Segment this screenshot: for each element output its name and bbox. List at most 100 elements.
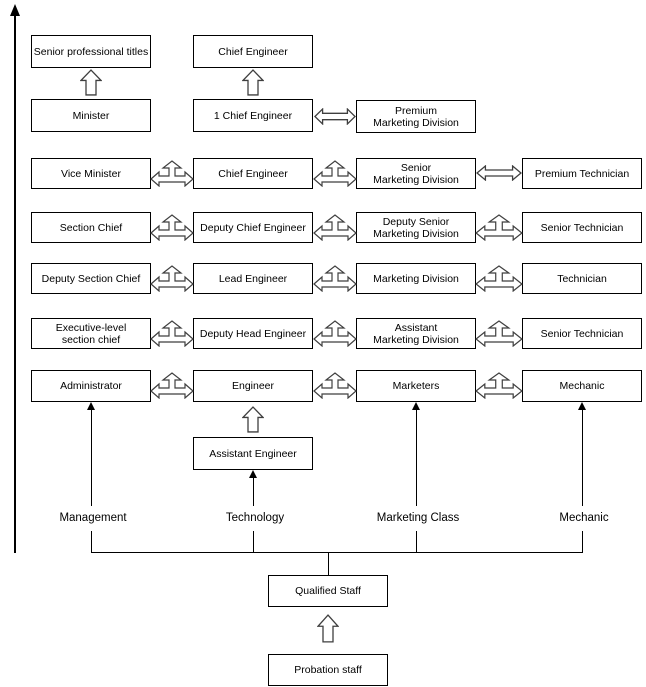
thin-up-arrowhead-icon bbox=[249, 470, 257, 478]
box-label: Chief Engineer bbox=[218, 167, 288, 180]
promotion-axis-arrow-icon bbox=[9, 4, 20, 16]
box-senior-technician-2: Senior Technician bbox=[522, 318, 642, 349]
box-technician: Technician bbox=[522, 263, 642, 294]
thin-up-arrowhead-icon bbox=[577, 402, 586, 410]
box-assistant-marketing-division: Assistant Marketing Division bbox=[356, 318, 476, 349]
box-label: Senior bbox=[400, 161, 432, 174]
box-deputy-section-chief: Deputy Section Chief bbox=[31, 263, 151, 294]
box-label: Deputy Head Engineer bbox=[199, 327, 307, 340]
box-chief-engineer: Chief Engineer bbox=[193, 158, 313, 189]
box-marketing-division: Marketing Division bbox=[356, 263, 476, 294]
three-way-arrow-icon bbox=[313, 160, 357, 187]
box-label: Deputy Senior bbox=[382, 215, 450, 228]
up-arrow-icon bbox=[242, 406, 264, 433]
bracket-drop-line bbox=[328, 552, 329, 575]
three-way-arrow-icon bbox=[313, 265, 357, 292]
box-label: Administrator bbox=[60, 380, 122, 392]
box-label: Section Chief bbox=[59, 221, 123, 234]
box-assistant-engineer: Assistant Engineer bbox=[193, 437, 313, 470]
box-vice-minister: Vice Minister bbox=[31, 158, 151, 189]
three-way-arrow-icon bbox=[150, 160, 194, 187]
three-way-arrow-icon bbox=[150, 214, 194, 241]
box-engineer: Engineer bbox=[193, 370, 313, 402]
box-label: Marketers bbox=[392, 380, 440, 392]
thin-up-arrowhead-icon bbox=[86, 402, 95, 410]
box-label: Marketing Division bbox=[373, 333, 459, 346]
box-label: Senior Technician bbox=[540, 327, 624, 340]
promotion-axis-line bbox=[14, 14, 16, 553]
box-premium-marketing-division: Premium Marketing Division bbox=[356, 100, 476, 133]
box-deputy-senior-marketing-division: Deputy Senior Marketing Division bbox=[356, 212, 476, 243]
track-line-management bbox=[91, 409, 92, 506]
box-label: section chief bbox=[61, 333, 121, 346]
box-label: Qualified Staff bbox=[295, 585, 361, 597]
three-way-arrow-icon bbox=[150, 320, 194, 347]
double-arrow-icon bbox=[314, 108, 356, 125]
box-1-chief-engineer: 1 Chief Engineer bbox=[193, 99, 313, 132]
box-lead-engineer: Lead Engineer bbox=[193, 263, 313, 294]
box-label: Marketing Division bbox=[373, 116, 459, 129]
track-label-marketing-class: Marketing Class bbox=[373, 512, 463, 524]
box-executive-level-section-chief: Executive-level section chief bbox=[31, 318, 151, 349]
box-deputy-head-engineer: Deputy Head Engineer bbox=[193, 318, 313, 349]
three-way-arrow-icon bbox=[313, 214, 357, 241]
track-label-technology: Technology bbox=[222, 512, 288, 524]
three-way-arrow-icon bbox=[150, 372, 194, 399]
three-way-arrow-icon bbox=[475, 372, 523, 399]
box-label: Premium Technician bbox=[534, 167, 630, 180]
box-label: Vice Minister bbox=[61, 167, 121, 180]
double-arrow-icon bbox=[476, 165, 522, 181]
three-way-arrow-icon bbox=[150, 265, 194, 292]
box-senior-professional-titles: Senior professional titles bbox=[31, 35, 151, 68]
three-way-arrow-icon bbox=[475, 265, 523, 292]
thin-up-arrowhead-icon bbox=[411, 402, 420, 410]
box-label: Minister bbox=[72, 109, 110, 122]
box-senior-marketing-division: Senior Marketing Division bbox=[356, 158, 476, 189]
up-arrow-icon bbox=[80, 69, 102, 96]
track-line-management bbox=[91, 531, 92, 552]
box-label: 1 Chief Engineer bbox=[213, 109, 293, 122]
box-administrator: Administrator bbox=[31, 370, 151, 402]
track-line-technology bbox=[253, 531, 254, 552]
up-arrow-icon bbox=[242, 69, 264, 96]
three-way-arrow-icon bbox=[313, 372, 357, 399]
track-label-mechanic: Mechanic bbox=[556, 512, 612, 524]
box-label: Deputy Chief Engineer bbox=[200, 221, 306, 234]
box-label: Technician bbox=[557, 272, 607, 285]
track-line-mechanic bbox=[582, 409, 583, 506]
box-label: Assistant bbox=[394, 321, 438, 334]
box-label: Engineer bbox=[231, 380, 275, 392]
track-label-management: Management bbox=[56, 512, 130, 524]
box-probation-staff: Probation staff bbox=[268, 654, 388, 686]
box-label: Premium bbox=[394, 104, 437, 117]
box-deputy-chief-engineer: Deputy Chief Engineer bbox=[193, 212, 313, 243]
box-label: Marketing Division bbox=[373, 173, 459, 186]
box-senior-technician: Senior Technician bbox=[522, 212, 642, 243]
box-chief-engineer-top: Chief Engineer bbox=[193, 35, 313, 68]
box-premium-technician: Premium Technician bbox=[522, 158, 642, 189]
box-label: Assistant Engineer bbox=[209, 447, 297, 460]
track-line-mechanic bbox=[582, 531, 583, 552]
box-label: Senior Technician bbox=[540, 221, 624, 234]
box-label: Deputy Section Chief bbox=[41, 272, 141, 285]
up-arrow-icon bbox=[317, 614, 339, 643]
three-way-arrow-icon bbox=[313, 320, 357, 347]
track-line-marketing bbox=[416, 409, 417, 506]
track-line-marketing bbox=[416, 531, 417, 552]
box-label: Marketing Division bbox=[373, 272, 459, 285]
box-label: Chief Engineer bbox=[218, 45, 288, 58]
box-minister: Minister bbox=[31, 99, 151, 132]
box-mechanic: Mechanic bbox=[522, 370, 642, 402]
box-label: Lead Engineer bbox=[218, 272, 288, 285]
box-marketers: Marketers bbox=[356, 370, 476, 402]
track-line-technology bbox=[253, 477, 254, 506]
box-qualified-staff: Qualified Staff bbox=[268, 575, 388, 607]
three-way-arrow-icon bbox=[475, 214, 523, 241]
three-way-arrow-icon bbox=[475, 320, 523, 347]
bracket-line bbox=[91, 552, 583, 553]
box-section-chief: Section Chief bbox=[31, 212, 151, 243]
box-label: Executive-level bbox=[55, 321, 127, 334]
box-label: Senior professional titles bbox=[33, 45, 149, 58]
box-label: Probation staff bbox=[294, 664, 362, 676]
